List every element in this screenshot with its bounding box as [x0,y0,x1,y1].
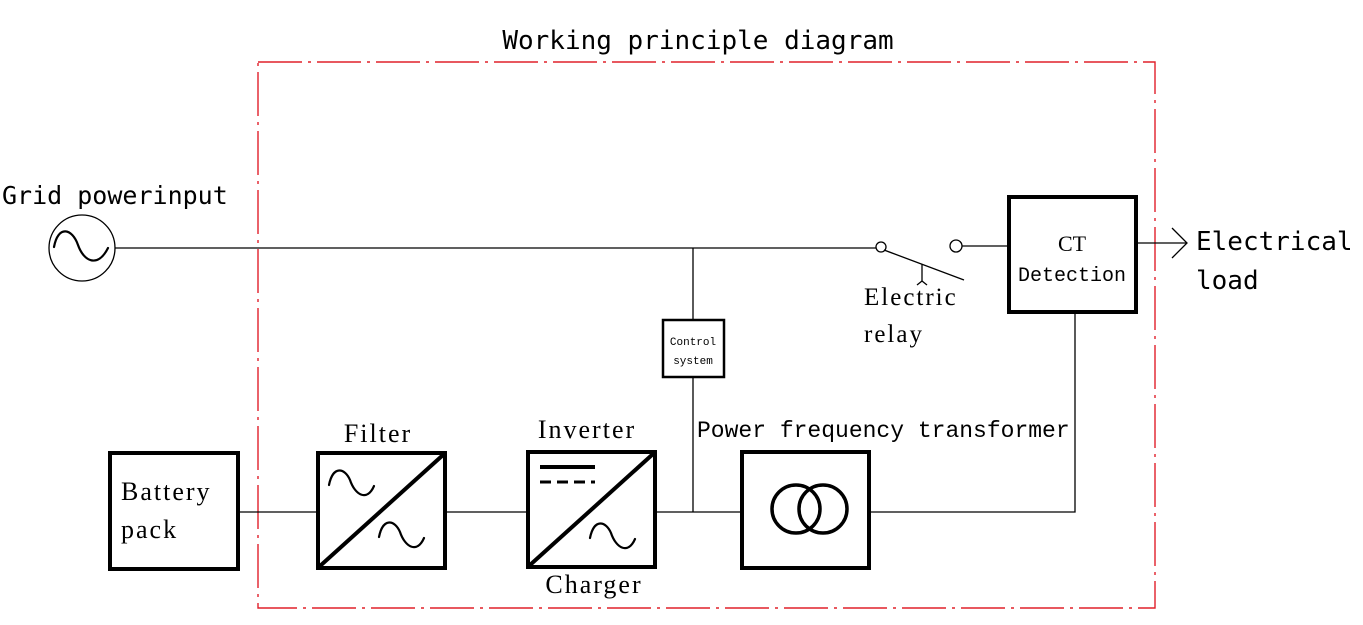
control-label-line2: system [673,356,713,368]
relay-label-line1: Electric [864,284,958,311]
arrow-right-icon [1136,227,1188,259]
ac-source-icon [48,214,116,282]
transformer-icon [740,450,871,570]
system-boundary [257,61,1156,609]
control-label-line1: Control [670,337,716,349]
diagram-title: Working principle diagram [502,26,893,56]
control-system-box [661,318,726,379]
battery-label-line1: Battery [121,477,212,506]
grid-input-label: Grid powerinput [2,181,228,210]
charger-label: Charger [545,570,642,599]
ct-detection-box [1007,195,1138,314]
transformer-label: Power frequency transformer [697,418,1070,444]
load-label-line1: Electrical [1196,227,1353,257]
filter-label: Filter [344,419,412,448]
load-label-line2: load [1196,266,1259,296]
battery-pack-box [108,451,240,571]
inverter-label: Inverter [538,415,636,444]
ac-ac-converter-icon [316,451,447,570]
ct-label-line1: CT [1058,231,1087,256]
relay-label-line2: relay [864,321,924,348]
relay-switch-icon [875,239,965,286]
dc-ac-converter-icon [526,450,657,569]
battery-label-line2: pack [121,515,178,544]
ct-to-transformer-line [870,312,1076,513]
ct-label-line2: Detection [1018,265,1126,288]
